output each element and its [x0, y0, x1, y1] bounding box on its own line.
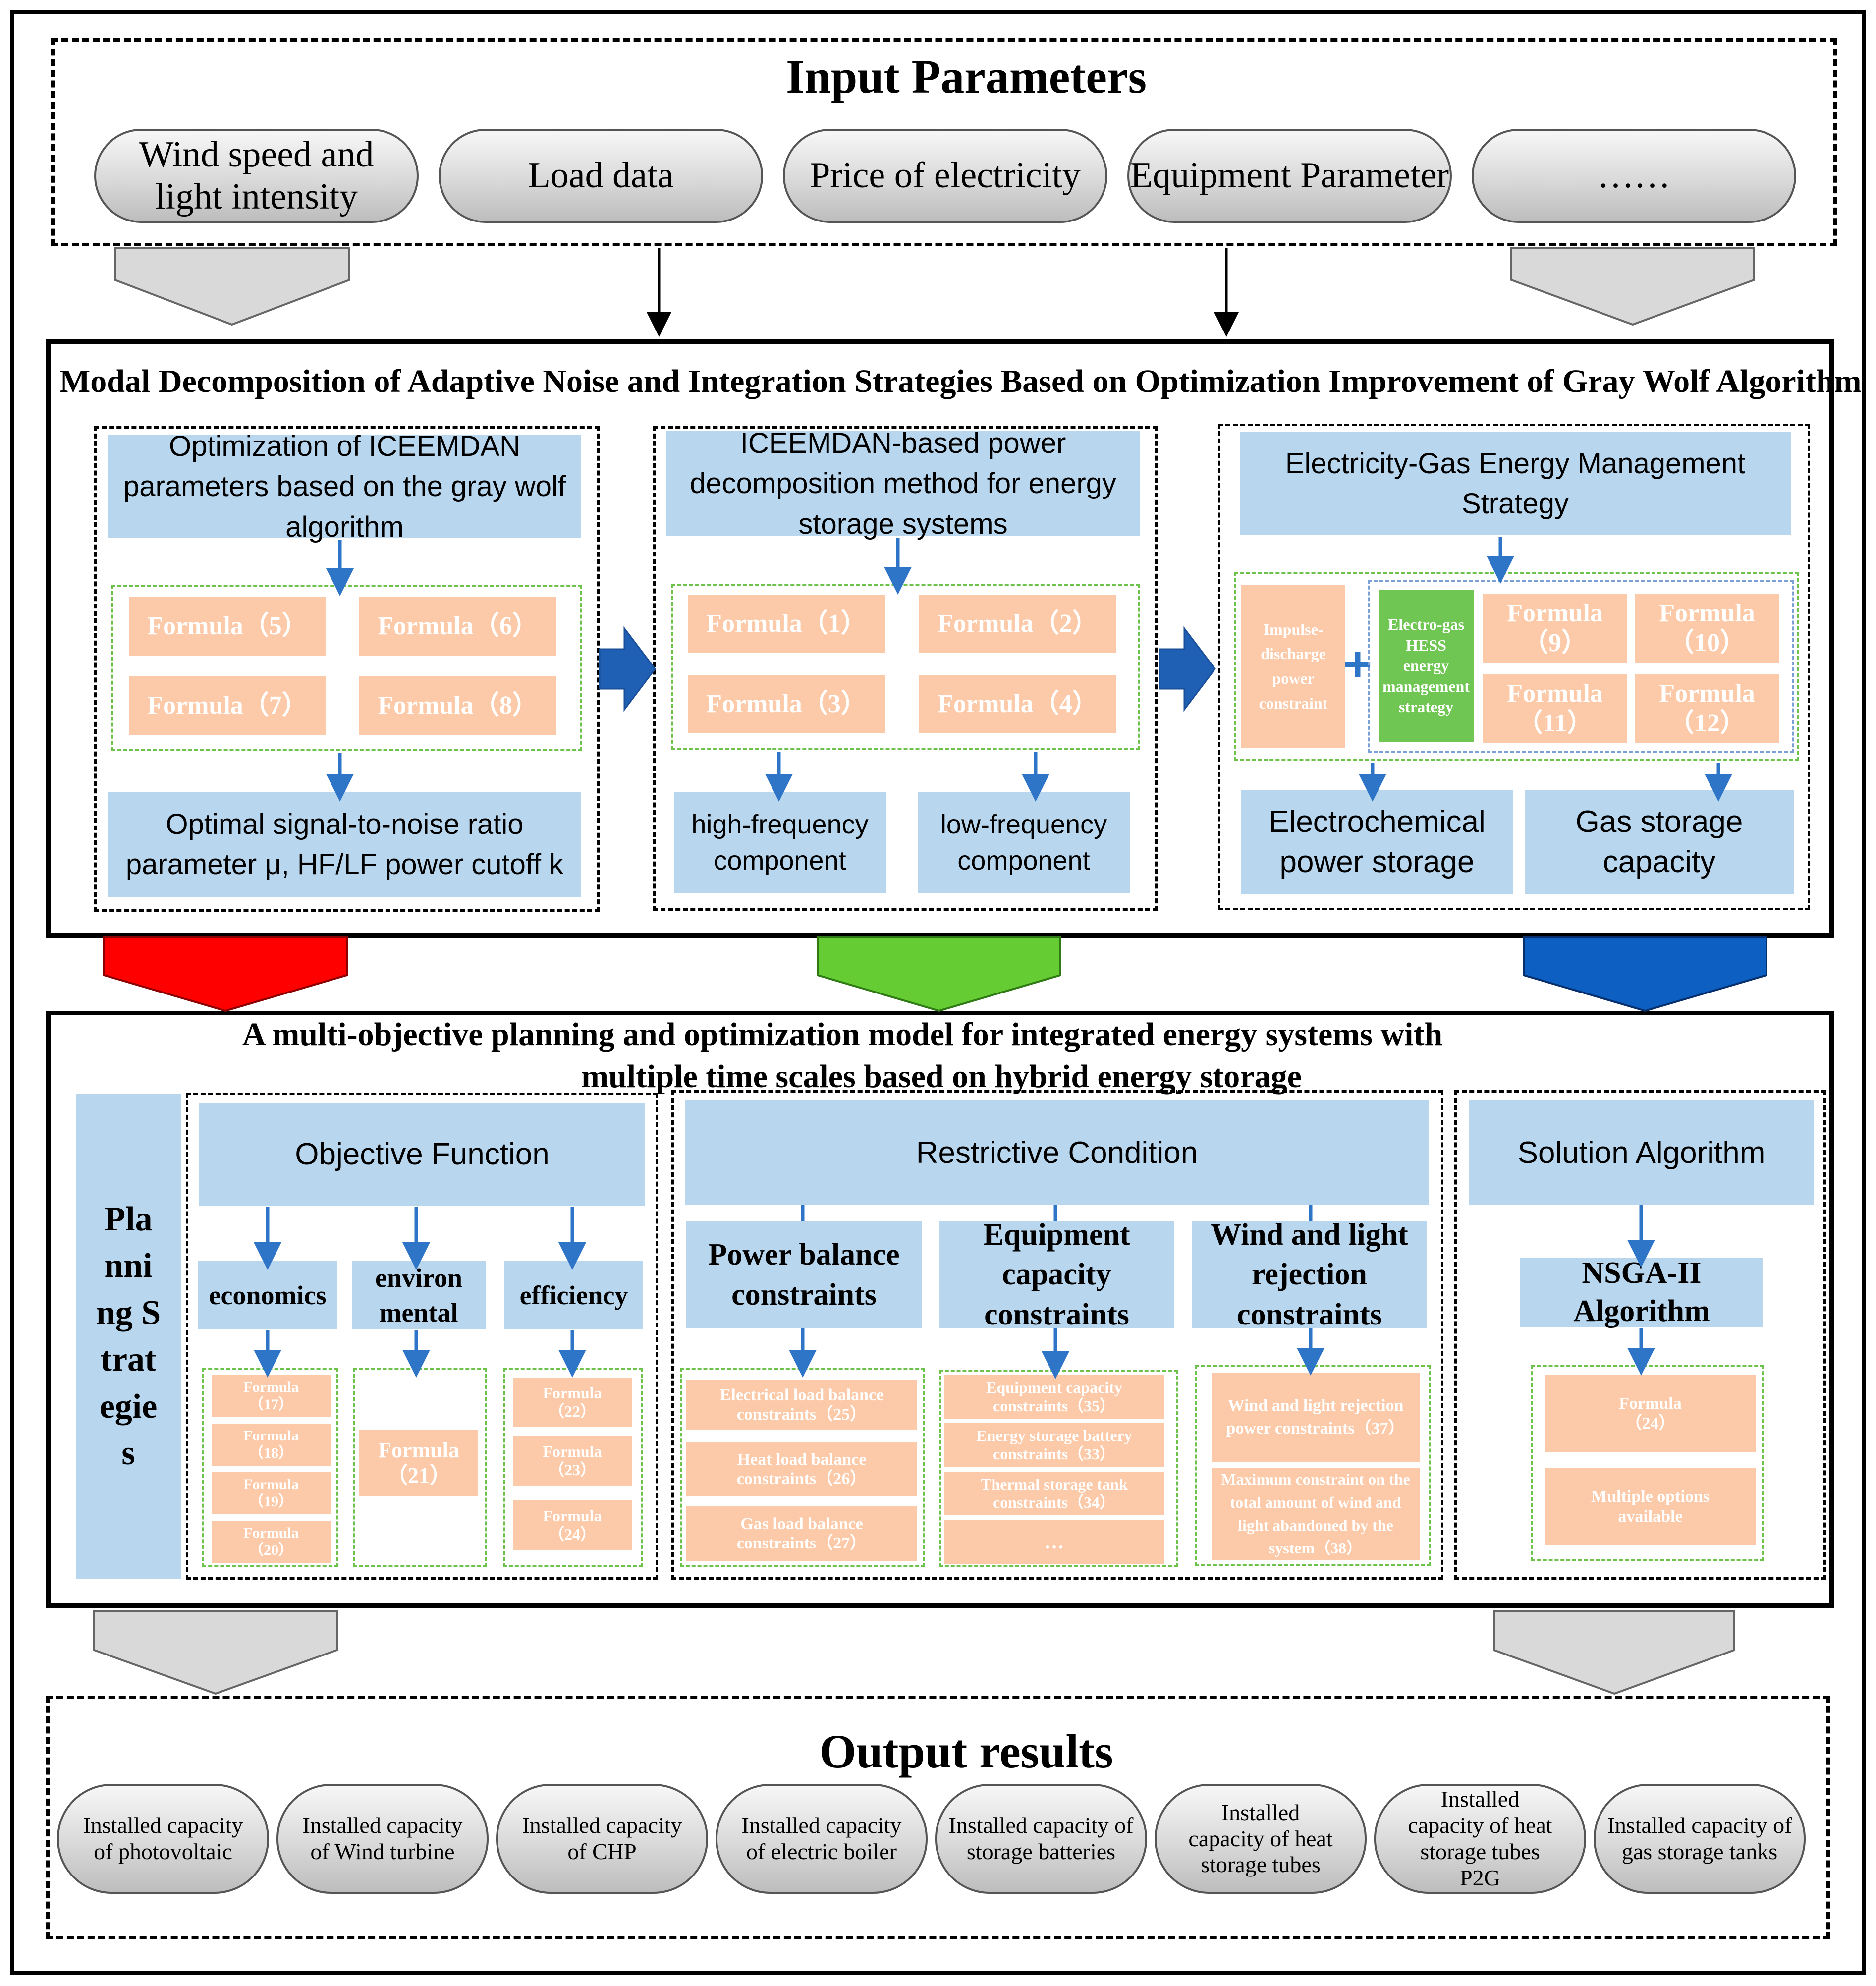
electrochemical-storage: Electrochemical power storage — [1241, 790, 1513, 894]
formula-21: Formula（21） — [359, 1430, 478, 1496]
energy-storage-battery-item: Energy storage battery constraints（33） — [944, 1423, 1164, 1467]
power-balance-constraints: Power balance constraints — [686, 1221, 922, 1328]
arrow-right-box1-box2 — [599, 626, 656, 712]
formula-3: Formula（3） — [688, 675, 885, 733]
solution-algorithm-group — [1454, 1090, 1826, 1580]
chevron-blue — [1523, 936, 1767, 1012]
formula-10: Formula（10） — [1635, 594, 1779, 663]
output-photovoltaic: Installed capacity of photovoltaic — [57, 1784, 269, 1894]
wind-light-power-constraint: Wind and light rejection power constrain… — [1212, 1373, 1420, 1462]
chevron-gray-left-output — [93, 1610, 338, 1695]
output-wind-turbine: Installed capacity of Wind turbine — [276, 1784, 489, 1894]
chevron-gray-left-input — [114, 247, 350, 326]
energy-management-header: Electricity-Gas Energy Management Strate… — [1240, 432, 1791, 535]
planning-title-line1: A multi-objective planning and optimizat… — [242, 1016, 1443, 1052]
output-heat-storage-p2g: Installed capacity of heat storage tubes… — [1374, 1784, 1586, 1894]
formula-18: Formula（18） — [212, 1424, 331, 1466]
formula-12: Formula（12） — [1635, 674, 1779, 743]
optimal-snr-result: Optimal signal-to-noise ratio parameter … — [108, 792, 581, 897]
equipment-ellipsis-item: … — [944, 1520, 1164, 1564]
solution-algorithm-header: Solution Algorithm — [1469, 1100, 1814, 1205]
formula-8: Formula（8） — [359, 676, 556, 735]
restrictive-condition-header: Restrictive Condition — [685, 1100, 1429, 1205]
economics-box: economics — [198, 1261, 337, 1329]
gas-storage-capacity: Gas storage capacity — [1525, 790, 1794, 894]
formula-11: Formula（11） — [1483, 674, 1627, 743]
formula-24-efficiency: Formula（24） — [513, 1500, 632, 1550]
input-pill-more: …… — [1472, 129, 1796, 223]
efficiency-box: efficiency — [504, 1261, 643, 1329]
output-results-panel — [46, 1696, 1830, 1939]
outer-frame — [10, 10, 1866, 1975]
output-gas-storage-tanks: Installed capacity of gas storage tanks — [1594, 1784, 1806, 1894]
gas-load-balance: Gas load balance constraints（27） — [686, 1506, 917, 1561]
input-pill-load-data: Load data — [439, 129, 763, 223]
chevron-gray-right-input — [1510, 247, 1755, 326]
energy-management-formula-group — [1234, 572, 1799, 761]
energy-management-group — [1218, 424, 1810, 910]
chevron-green — [817, 936, 1061, 1012]
formula-23: Formula（23） — [513, 1436, 632, 1486]
objective-function-group — [186, 1093, 658, 1580]
output-title: Output results — [819, 1725, 1113, 1778]
formula-7: Formula（7） — [129, 676, 326, 735]
restrictive-condition-group — [671, 1090, 1443, 1580]
output-electric-boiler: Installed capacity of electric boiler — [716, 1784, 928, 1894]
high-frequency-component: high-frequency component — [674, 792, 886, 893]
formula-22: Formula（22） — [513, 1378, 632, 1427]
formula-5: Formula（5） — [129, 597, 326, 656]
equipment-capacity-constraints: Equipment capacity constraints — [939, 1218, 1174, 1331]
input-title: Input Parameters — [786, 50, 1147, 103]
input-pill-wind-light: Wind speed and light intensity — [94, 129, 419, 223]
max-wind-light-abandoned: Maximum constraint on the total amount o… — [1212, 1468, 1420, 1560]
environmental-box: environmental — [352, 1261, 486, 1329]
formula-24-solution: Formula（24） — [1545, 1375, 1756, 1452]
equipment-capacity-item: Equipment capacity constraints（35） — [944, 1375, 1164, 1419]
input-parameters-panel — [51, 38, 1837, 246]
input-pill-price: Price of electricity — [783, 129, 1107, 223]
output-heat-storage-tubes: Installed capacity of heat storage tubes — [1155, 1784, 1367, 1894]
hess-strategy: Electro-gas HESS energy management strat… — [1379, 590, 1474, 742]
formula-2: Formula（2） — [919, 595, 1116, 653]
formula-17: Formula（17） — [212, 1375, 331, 1417]
planning-strategies-label: Planning Strategies — [76, 1094, 181, 1579]
multiple-options: Multiple options available — [1545, 1468, 1756, 1545]
formula-9: Formula（9） — [1483, 594, 1627, 663]
output-chp: Installed capacity of CHP — [496, 1784, 708, 1894]
formula-20: Formula（20） — [212, 1521, 331, 1563]
output-storage-batteries: Installed capacity of storage batteries — [935, 1784, 1147, 1894]
formula-6: Formula（6） — [359, 597, 556, 656]
modal-title: Modal Decomposition of Adaptive Noise an… — [59, 363, 1862, 399]
objective-function-header: Objective Function — [199, 1103, 645, 1206]
nsga-ii-algorithm: NSGA-II Algorithm — [1520, 1256, 1763, 1328]
wind-light-rejection-constraints: Wind and light rejection constraints — [1192, 1218, 1427, 1331]
planning-model-panel — [46, 1011, 1834, 1608]
plus-sign: + — [1343, 636, 1373, 692]
thermal-storage-tank-item: Thermal storage tank constraints（34） — [944, 1472, 1164, 1515]
planning-title-line2: multiple time scales based on hybrid ene… — [581, 1058, 1302, 1095]
formula-19: Formula（19） — [212, 1472, 331, 1514]
input-pill-equipment: Equipment Parameter — [1127, 129, 1452, 223]
low-frequency-component: low-frequency component — [918, 792, 1130, 893]
arrow-right-box2-box3 — [1159, 626, 1216, 712]
formula-1: Formula（1） — [688, 595, 885, 653]
modal-decomposition-panel — [46, 339, 1834, 938]
gwo-header: Optimization of ICEEMDAN parameters base… — [108, 430, 581, 543]
chevron-gray-right-output — [1493, 1610, 1735, 1695]
gwo-optimization-group — [94, 426, 600, 912]
iceemdan-header: ICEEMDAN-based power decomposition metho… — [666, 427, 1140, 540]
formula-4: Formula（4） — [919, 675, 1116, 733]
hess-strategy-group — [1368, 580, 1794, 753]
electrical-load-balance: Electrical load balance constraints（25） — [686, 1380, 917, 1430]
heat-load-balance: Heat load balance constraints（26） — [686, 1442, 917, 1496]
chevron-red — [103, 936, 348, 1012]
impulse-discharge-constraint: Impulse-discharge power constraint — [1241, 585, 1345, 748]
